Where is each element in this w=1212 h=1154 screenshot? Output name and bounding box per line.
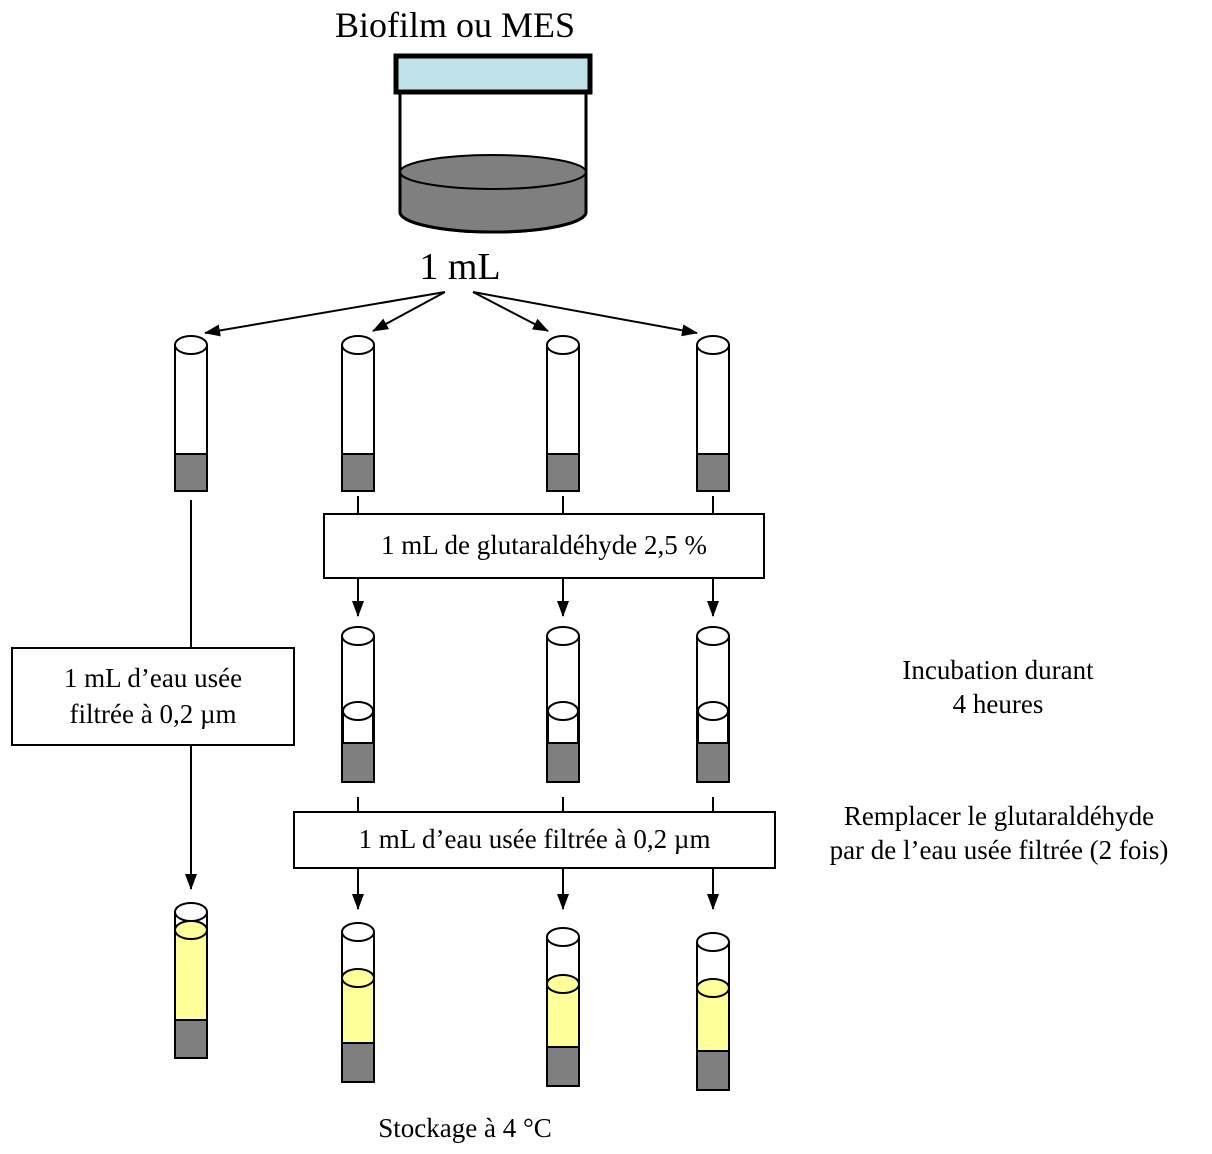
storage-note: Stockage à 4 °C: [378, 1113, 552, 1143]
control-step-line-2: filtrée à 0,2 µm: [69, 698, 237, 729]
test-tube-icon: [696, 932, 730, 1091]
replace-note-line-1: Remplacer le glutaraldéhyde: [843, 801, 1155, 831]
aliquot-tube-row: [174, 335, 730, 492]
incubation-note-line-2: 4 heures: [952, 688, 1044, 719]
control-step-line-1: 1 mL d’eau usée: [63, 663, 243, 694]
test-tube-icon: [546, 927, 580, 1087]
rinse-step-box: 1 mL d’eau usée filtrée à 0,2 µm: [293, 811, 776, 869]
test-tube-icon: [174, 335, 208, 492]
sample-vial-icon: [393, 53, 593, 234]
connector-lines: [185, 496, 719, 910]
control-step-box: 1 mL d’eau usée filtrée à 0,2 µm: [11, 647, 295, 746]
glutaraldehyde-step-box: 1 mL de glutaraldéhyde 2,5 %: [323, 513, 765, 579]
test-tube-icon: [341, 626, 375, 783]
volume-label: 1 mL: [419, 246, 501, 288]
rinse-step-label: 1 mL d’eau usée filtrée à 0,2 µm: [358, 824, 711, 855]
replace-note-line-2: par de l’eau usée filtrée (2 fois): [829, 834, 1169, 865]
incubation-note: Incubation durant 4 heures: [848, 654, 1148, 722]
split-arrows: [204, 291, 698, 337]
test-tube-icon: [696, 626, 730, 783]
test-tube-icon: [174, 902, 208, 1059]
sample-title: Biofilm ou MES: [334, 5, 576, 45]
test-tube-icon: [341, 335, 375, 492]
test-tube-icon: [696, 335, 730, 492]
test-tube-icon: [546, 626, 580, 783]
replace-note: Remplacer le glutaraldéhyde par de l’eau…: [788, 800, 1210, 868]
incubation-note-line-1: Incubation durant: [902, 655, 1094, 685]
storage-tube-row: [174, 902, 730, 1091]
test-tube-icon: [546, 335, 580, 492]
glutaraldehyde-step-label: 1 mL de glutaraldéhyde 2,5 %: [381, 530, 707, 561]
test-tube-icon: [341, 922, 375, 1083]
fixation-tube-row: [341, 626, 730, 783]
